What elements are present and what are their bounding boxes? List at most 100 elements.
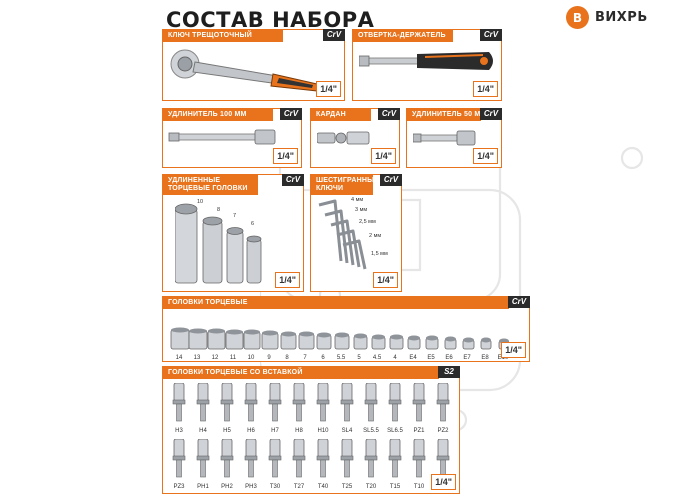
bit-socket-icon: [196, 383, 210, 422]
socket-icon: [207, 328, 225, 350]
panel-title: Головки торцевые: [163, 297, 509, 309]
socket-icon: [480, 337, 492, 350]
bit-socket-icon: [436, 439, 450, 478]
panel-title: Головки торцевые со вставкой: [163, 367, 439, 379]
bit-label: H5: [223, 428, 231, 434]
bit-socket-icon: [316, 439, 330, 478]
hex-key-label: 4 мм: [351, 197, 364, 203]
size-tag: 1/4": [473, 81, 498, 97]
bit-socket-icon: [292, 439, 306, 478]
bit-socket-icon: [244, 439, 258, 478]
socket-label: 4.5: [372, 355, 382, 361]
panel-deep-sockets: Удлиненные торцевые головки CrV 10 8 7 6…: [162, 174, 304, 292]
socket-label: E10: [497, 355, 509, 361]
page-title: СОСТАВ НАБОРА: [166, 8, 375, 32]
bit-socket-icon: [436, 383, 450, 422]
material-badge: CrV: [282, 174, 304, 186]
bit-label: SL6.5: [387, 428, 403, 434]
panel-hex-keys: Шестигранные ключи CrV 4 мм 3 мм 2,5 мм …: [310, 174, 402, 292]
extension-bar-icon: [168, 129, 276, 145]
bit-label: PZ2: [437, 428, 449, 434]
bit-label: H10: [317, 428, 329, 434]
bit-socket-icon: [388, 439, 402, 478]
socket-label: 7: [303, 355, 307, 361]
panel-extension-50: Удлинитель 50 мм CrV 1/4": [406, 108, 502, 168]
bit-label: T40: [317, 484, 329, 490]
bit-socket-icon: [364, 383, 378, 422]
socket-label: 8: [285, 355, 289, 361]
panel-extension-100: Удлинитель 100 мм CrV 1/4": [162, 108, 302, 168]
bit-label: T25: [341, 484, 353, 490]
socket-label: 9: [267, 355, 271, 361]
socket-icon: [407, 335, 421, 350]
bit-socket-icon: [340, 383, 354, 422]
size-tag: 1/4": [473, 148, 498, 164]
panel-screwdriver: Отвертка-держатель CrV 1/4": [352, 29, 502, 101]
bit-label: T10: [413, 484, 425, 490]
panel-universal-joint: Кардан CrV 1/4": [310, 108, 400, 168]
universal-joint-icon: [317, 131, 370, 145]
socket-label: E8: [481, 355, 489, 361]
bit-label: PH3: [245, 484, 257, 490]
socket-label: 4: [393, 355, 397, 361]
bit-socket-icon: [244, 383, 258, 422]
socket-icon: [243, 329, 261, 350]
material-badge: CrV: [480, 29, 502, 41]
hex-key-label: 2 мм: [369, 233, 382, 239]
hex-key-label: 2,5 мм: [359, 219, 376, 225]
hex-keys-icon: [318, 199, 367, 270]
socket-icon: [280, 331, 296, 350]
material-badge: S2: [438, 366, 460, 378]
bit-socket-icon: [220, 383, 234, 422]
socket-icon: [261, 330, 279, 350]
bit-socket-icon: [412, 383, 426, 422]
panel-title: Ключ трещоточный: [163, 30, 283, 42]
ratchet-icon: [170, 49, 321, 92]
socket-label: 5.5: [336, 355, 346, 361]
socket-icon: [316, 332, 332, 350]
screwdriver-icon: [359, 52, 493, 70]
deep-socket-label: 6: [251, 221, 255, 227]
material-badge: CrV: [378, 108, 400, 120]
socket-icon: [298, 331, 314, 350]
panel-title: Удлинитель 50 мм: [407, 109, 486, 121]
bit-label: PH1: [197, 484, 209, 490]
socket-icon: [188, 328, 208, 350]
material-badge: CrV: [480, 108, 502, 120]
socket-label: 14: [175, 355, 183, 361]
hex-key-label: 3 мм: [355, 207, 368, 213]
socket-icon: [334, 332, 350, 350]
panel-title: Удлинитель 100 мм: [163, 109, 273, 121]
socket-label: 6: [321, 355, 325, 361]
brand-logo-icon: B: [566, 5, 589, 29]
bit-socket-icon: [268, 383, 282, 422]
deep-socket-label: 10: [197, 199, 204, 205]
bit-label: H6: [247, 428, 255, 434]
deep-sockets-icon: [175, 203, 262, 284]
socket-label: E6: [445, 355, 453, 361]
panel-title: Кардан: [311, 109, 371, 121]
material-badge: CrV: [380, 174, 402, 186]
socket-icon: [353, 333, 367, 350]
size-tag: 1/4": [316, 81, 341, 97]
socket-label: 12: [211, 355, 219, 361]
socket-label: 11: [229, 355, 237, 361]
bit-label: PZ3: [173, 484, 185, 490]
bit-label: PH2: [221, 484, 233, 490]
bit-socket-icon: [412, 439, 426, 478]
socket-icon: [225, 329, 243, 350]
bit-label: T30: [269, 484, 281, 490]
material-badge: CrV: [280, 108, 302, 120]
socket-icon: [371, 334, 385, 350]
size-tag: 1/4": [373, 272, 398, 288]
panel-sockets: Головки торцевые CrV 141312111098765.554…: [162, 296, 530, 362]
material-badge: CrV: [508, 296, 530, 308]
size-tag: 1/4": [371, 148, 396, 164]
socket-icon: [444, 336, 456, 350]
bit-socket-icon: [340, 439, 354, 478]
socket-icon: [170, 327, 190, 350]
short-extension-icon: [413, 130, 476, 146]
socket-icon: [425, 335, 439, 350]
